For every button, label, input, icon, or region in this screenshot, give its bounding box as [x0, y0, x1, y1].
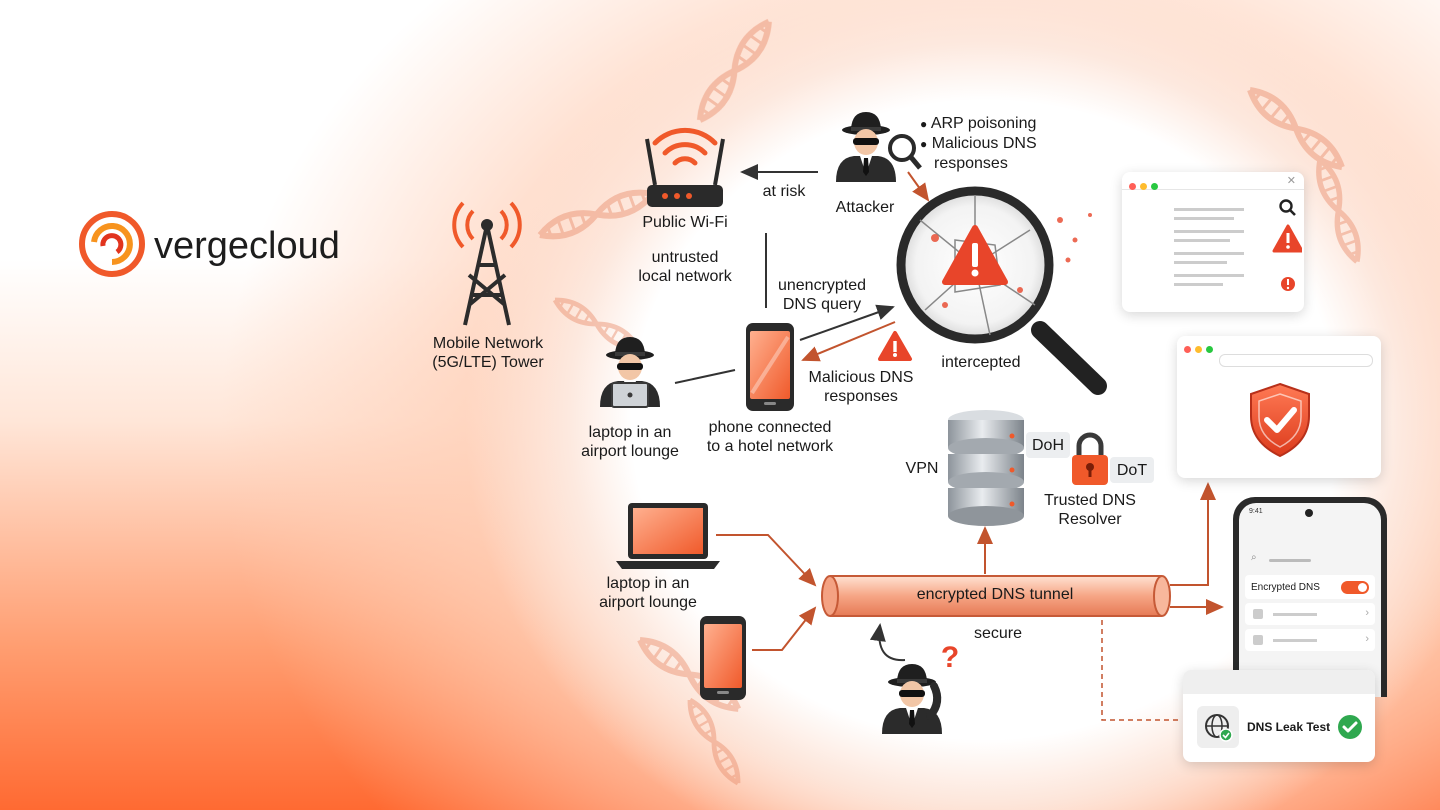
attacker-label: Attacker — [835, 199, 895, 216]
browser-warning-window: ✕ — [1122, 172, 1304, 312]
search-field[interactable]: ⌕ — [1249, 552, 1371, 567]
close-icon: ✕ — [1286, 175, 1296, 187]
public-wifi-label: Public Wi-Fi — [642, 214, 728, 231]
encrypted-dns-setting-row[interactable]: Encrypted DNS — [1245, 575, 1375, 599]
encrypted-dns-label: Encrypted DNS — [1251, 582, 1320, 593]
attack-point: ● Malicious DNS — [920, 135, 1037, 152]
at-risk-label: at risk — [762, 183, 806, 200]
padlock-icon — [1072, 432, 1108, 485]
encrypted-dns-tunnel — [821, 575, 1171, 617]
shield-check-icon — [1250, 382, 1310, 458]
wifi-router-icon — [645, 127, 725, 207]
dns-leak-test-card[interactable]: DNS Leak Test — [1183, 670, 1375, 762]
warning-icon — [942, 225, 1008, 285]
cell-tower-icon — [452, 201, 522, 326]
warning-icon — [878, 331, 912, 361]
laptop-icon — [616, 503, 720, 569]
warning-icon — [1272, 199, 1302, 291]
check-circle-icon — [1338, 715, 1362, 739]
chevron-right-icon: › — [1365, 607, 1369, 619]
search-icon: ⌕ — [1251, 552, 1257, 563]
spy-laptop-icon — [600, 337, 660, 408]
mobile-tower-label: Mobile Network(5G/LTE) Tower — [432, 335, 544, 371]
secure-label: secure — [973, 625, 1023, 642]
dns-leak-test-label: DNS Leak Test — [1247, 720, 1331, 734]
chevron-right-icon: › — [1365, 633, 1369, 645]
attack-points-list: ● ARP poisoning ● Malicious DNS response… — [920, 115, 1037, 172]
status-time: 9:41 — [1249, 508, 1263, 515]
vpn-label: VPN — [905, 460, 939, 477]
attacker-spy-icon — [836, 112, 922, 182]
intercepted-label: intercepted — [941, 354, 1021, 371]
question-mark: ? — [940, 641, 960, 674]
tunnel-label: encrypted DNS tunnel — [916, 586, 1074, 603]
doh-badge — [1026, 432, 1070, 458]
doh-label: DoH — [1031, 437, 1064, 454]
dot-label: DoT — [1116, 462, 1148, 479]
settings-row[interactable]: › — [1245, 603, 1375, 625]
connector-arrows — [674, 164, 1224, 721]
brand-logo-icon — [79, 211, 145, 277]
secure-browser-window — [1177, 336, 1381, 478]
attack-point: ● ARP poisoning — [920, 115, 1037, 132]
phone-hotel-icon — [746, 323, 794, 411]
phone-icon — [700, 616, 746, 700]
settings-row[interactable]: › — [1245, 629, 1375, 651]
brand-name: vergecloud — [154, 225, 340, 267]
encrypted-dns-toggle[interactable] — [1341, 581, 1369, 594]
confused-spy-icon — [882, 664, 942, 734]
globe-icon — [1205, 714, 1233, 742]
smartphone-device: 9:41 ⌕ Encrypted DNS › › — [1233, 497, 1387, 697]
camera-notch — [1305, 509, 1313, 517]
dot-badge — [1110, 457, 1154, 483]
server-stack-icon — [948, 410, 1024, 526]
address-bar[interactable] — [1219, 354, 1373, 367]
